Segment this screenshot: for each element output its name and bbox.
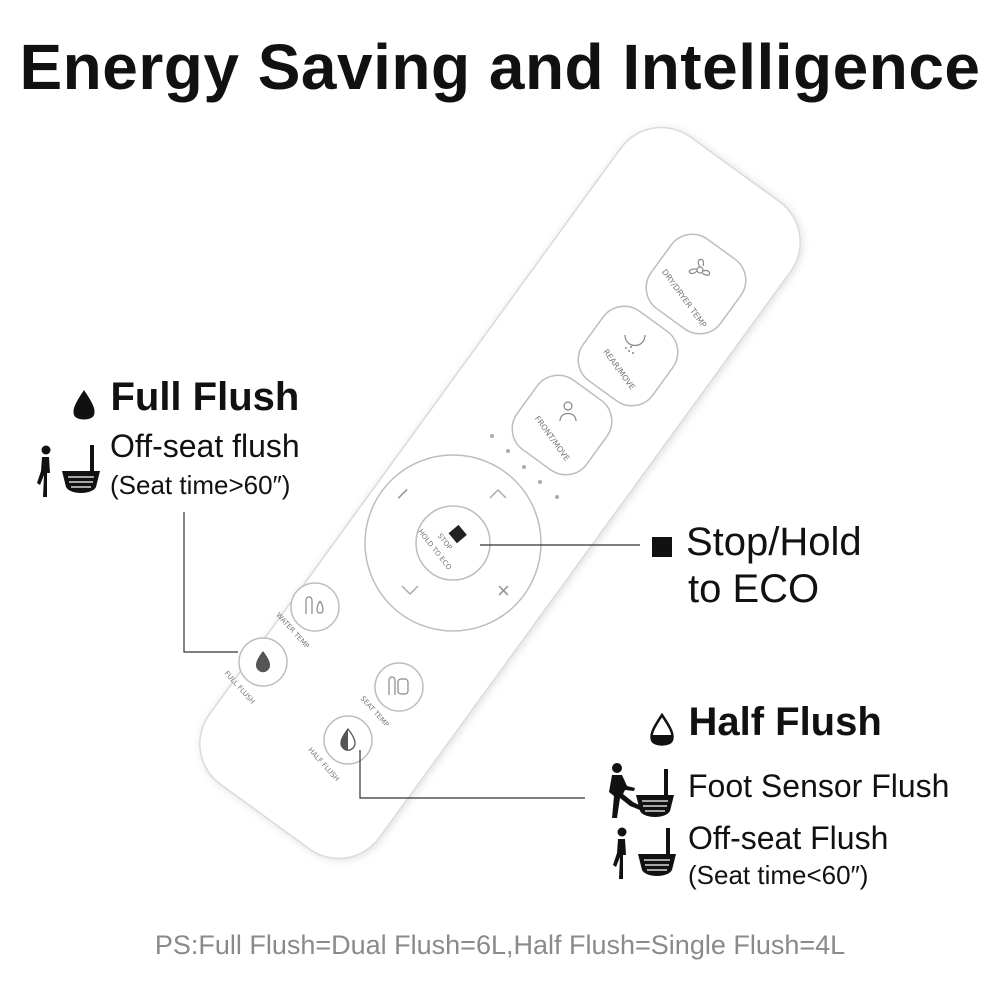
- stop-hold-line2: to ECO: [688, 567, 820, 611]
- stop-square-icon: [448, 524, 467, 544]
- stop-hold-annotation: Stop/Hold to ECO: [652, 520, 862, 612]
- front-button[interactable]: [502, 365, 622, 485]
- rear-button[interactable]: [568, 296, 688, 416]
- seat-temp-icon: [388, 676, 409, 695]
- ps-note: PS:Full Flush=Dual Flush=6L,Half Flush=S…: [154, 930, 846, 960]
- dpad-down-icon[interactable]: [401, 585, 419, 596]
- stop-hold-line1-row: Stop/Hold: [652, 520, 862, 565]
- water-temp-icon: [305, 596, 324, 614]
- page-title: Energy Saving and Intelligence: [19, 31, 981, 103]
- half-drop-icon: [650, 712, 674, 746]
- half-flush-mode1: Foot Sensor Flush: [688, 768, 950, 804]
- dpad-up-icon[interactable]: [489, 488, 507, 499]
- indicator-dots: [490, 434, 559, 499]
- full-flush-annotation: Full Flush: [70, 375, 299, 424]
- half-flush-mode2: Off-seat Flush: [688, 820, 889, 856]
- half-flush-annotation: Half Flush: [648, 700, 882, 749]
- toilet-icon-seat: [638, 828, 676, 876]
- full-flush-callout-line: [183, 512, 238, 653]
- half-flush-condition: (Seat time<60″): [688, 860, 869, 890]
- seat-temp-button[interactable]: [374, 662, 424, 712]
- stop-square-icon: [652, 536, 672, 557]
- walking-person-icon-2: [613, 827, 627, 879]
- full-flush-mode: Off-seat flush: [110, 428, 300, 464]
- toilet-icon-foot: [636, 769, 674, 817]
- full-flush-heading-row: Full Flush: [70, 375, 299, 424]
- full-drop-icon: [255, 651, 271, 673]
- half-flush-heading-row: Half Flush: [648, 700, 882, 749]
- water-temp-button[interactable]: [290, 582, 340, 632]
- half-flush-callout-line: [359, 750, 585, 799]
- full-flush-condition: (Seat time>60″): [110, 470, 291, 500]
- dry-button[interactable]: [636, 224, 756, 344]
- stop-hold-line1: Stop/Hold: [686, 520, 862, 564]
- full-flush-heading: Full Flush: [110, 375, 300, 419]
- fan-icon: [688, 258, 711, 276]
- stop-button[interactable]: [415, 505, 491, 581]
- rear-wash-icon: [624, 334, 646, 354]
- foot-sensor-person-icon: [609, 763, 641, 818]
- front-wash-icon: [559, 401, 577, 422]
- half-drop-remote-icon: [340, 727, 356, 751]
- half-flush-heading: Half Flush: [688, 700, 882, 744]
- toilet-icon: [62, 445, 100, 493]
- water-drop-icon: [73, 389, 95, 420]
- walking-person-icon: [37, 445, 51, 497]
